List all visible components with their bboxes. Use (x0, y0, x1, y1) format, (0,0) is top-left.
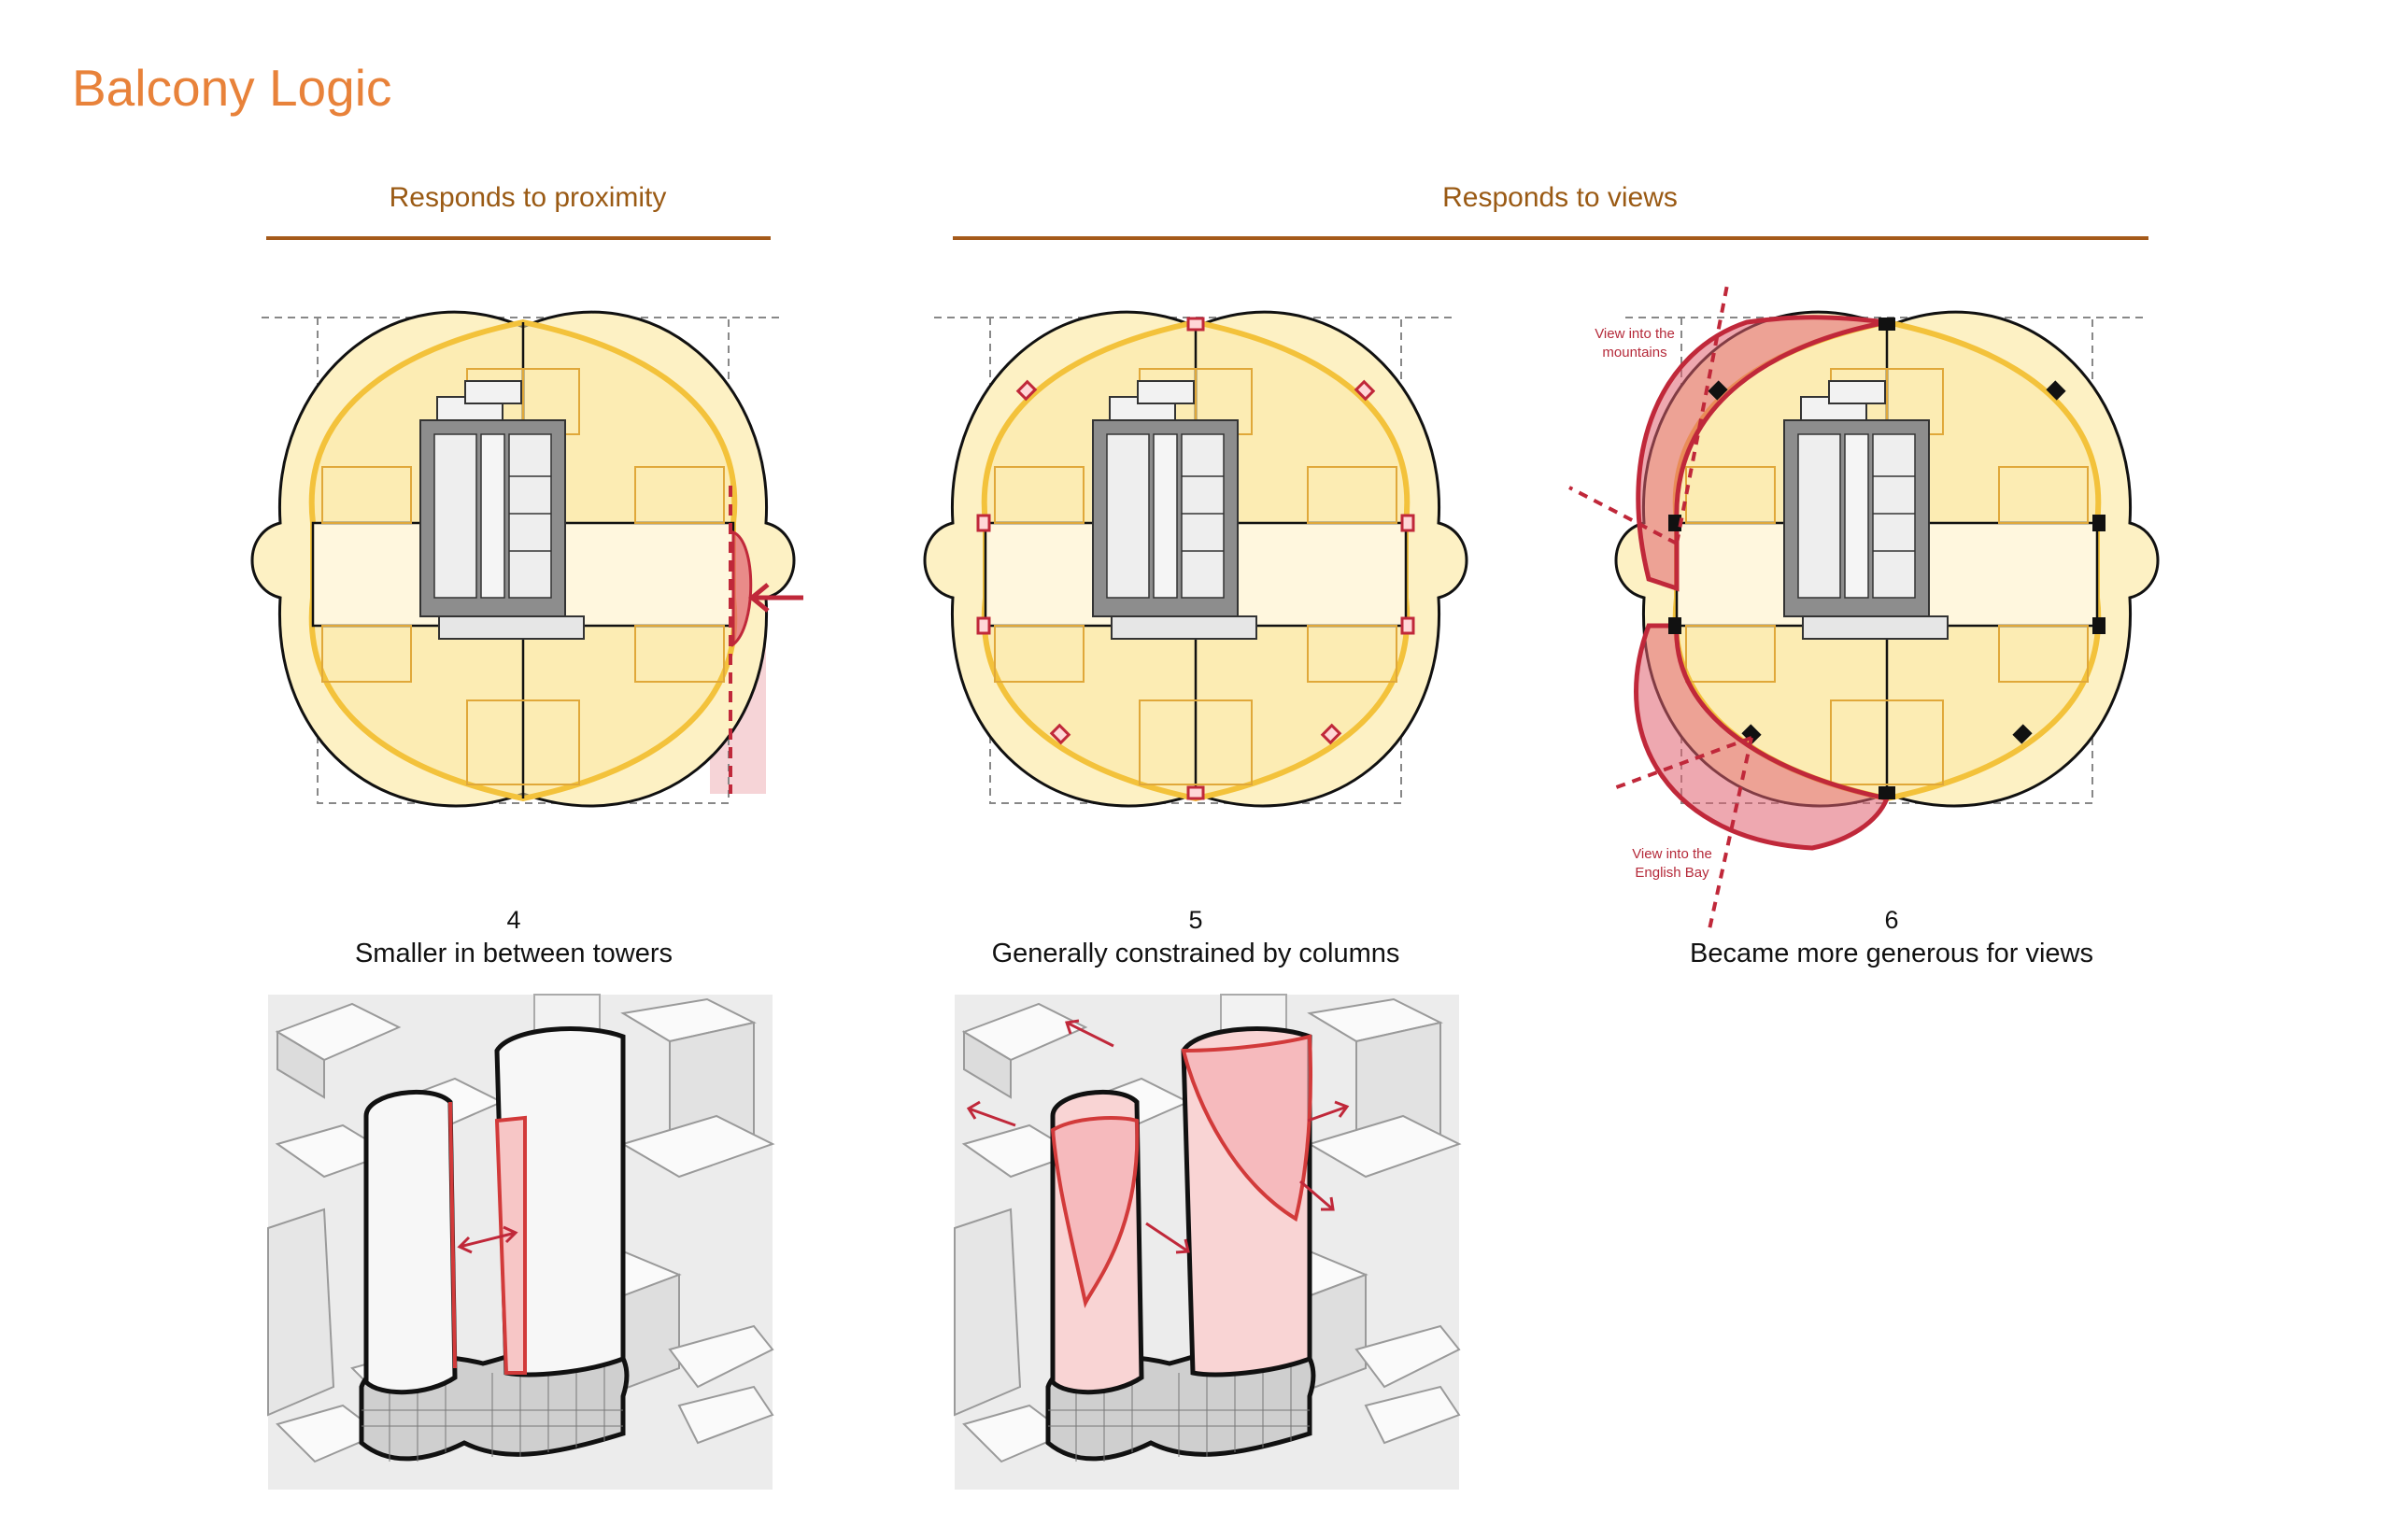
panel-number-4: 4 (506, 906, 521, 934)
plan-diagram-5 (934, 280, 1457, 859)
reduced-balcony (731, 530, 753, 648)
plan-diagram-6 (1568, 279, 2148, 930)
double-arrow-icon (457, 1225, 518, 1254)
balcony-face-right-tower (494, 1115, 527, 1375)
annotation-mountains-line1: View into the (1595, 326, 1675, 342)
column-markers (976, 317, 1415, 800)
annotation-bay-line1: View into the (1632, 846, 1712, 862)
plan-diagram-4 (262, 280, 803, 859)
massing-render-5 (954, 994, 1462, 1490)
panel-number-6: 6 (1884, 906, 1899, 934)
annotation-mountains-line2: mountains (1602, 345, 1667, 360)
column-markers (1668, 318, 2106, 799)
panel-caption-5: Generally constrained by columns (991, 939, 1400, 968)
page-title: Balcony Logic (72, 59, 392, 117)
massing-render-4 (267, 994, 775, 1490)
group-rule-proximity (266, 236, 771, 240)
annotation-bay: View into the English Bay (1625, 845, 1719, 883)
arrow-left-icon (748, 583, 803, 613)
annotation-mountains: View into the mountains (1588, 325, 1681, 362)
balcony-edge-left-tower (448, 1101, 457, 1369)
view-lines (1568, 279, 1753, 930)
group-title-views: Responds to views (1442, 182, 1678, 213)
panel-caption-6: Became more generous for views (1690, 939, 2093, 968)
annotation-bay-line2: English Bay (1635, 865, 1709, 881)
view-balcony-mountains (1636, 315, 1888, 592)
group-rule-views (953, 236, 2148, 240)
panel-caption-4: Smaller in between towers (354, 939, 673, 968)
group-title-proximity: Responds to proximity (389, 182, 667, 213)
panel-number-5: 5 (1188, 906, 1203, 934)
balcony-curve-left-tower (1050, 1116, 1140, 1308)
balcony-curve-right-tower (1181, 1034, 1313, 1222)
view-arrows (966, 1019, 1350, 1254)
